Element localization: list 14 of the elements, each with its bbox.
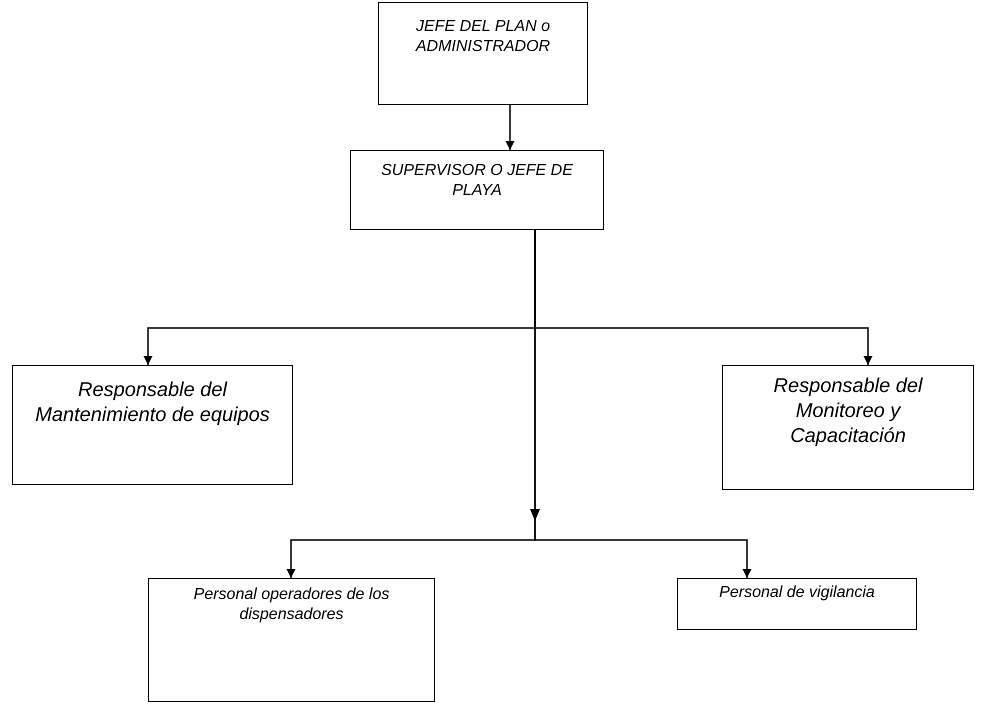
node-label: Personal de vigilancia <box>718 583 876 603</box>
node-label: JEFE DEL PLAN o ADMINISTRADOR <box>414 17 552 57</box>
org-box <box>722 365 974 490</box>
node-label: Responsable del Mantenimiento de equipos <box>34 378 271 428</box>
connector-arrow <box>534 230 752 578</box>
org-box <box>148 578 435 702</box>
org-box <box>378 2 588 105</box>
org-box <box>350 150 604 230</box>
node-label: Personal operadores de los dispensadores <box>192 585 390 625</box>
node-label: Responsable del Monitoreo y Capacitación <box>772 374 924 449</box>
org-box <box>12 365 293 485</box>
connector-arrow <box>506 105 514 150</box>
node-label: SUPERVISOR O JEFE DE PLAYA <box>380 161 574 201</box>
org-box <box>677 578 917 630</box>
